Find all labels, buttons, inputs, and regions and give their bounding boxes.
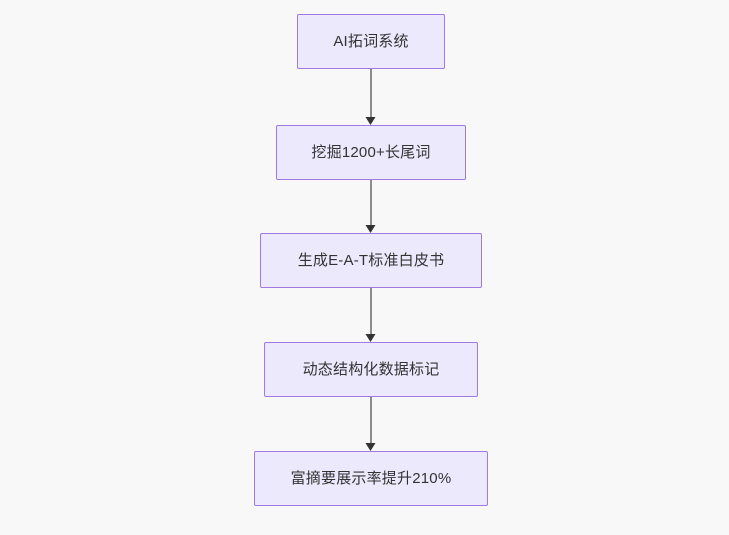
flow-node-generate-eat-whitepaper[interactable]: 生成E-A-T标准白皮书 — [260, 233, 482, 288]
edge-line — [370, 69, 372, 117]
flow-node-label: 生成E-A-T标准白皮书 — [297, 251, 445, 269]
flow-node-label: 富摘要展示率提升210% — [290, 469, 452, 487]
flow-node-ai-keyword-system[interactable]: AI拓词系统 — [297, 14, 445, 69]
flow-node-mine-longtail-keywords[interactable]: 挖掘1200+长尾词 — [276, 125, 466, 180]
flow-node-label: 动态结构化数据标记 — [302, 360, 440, 378]
edge-line — [370, 397, 372, 443]
flow-node-label: AI拓词系统 — [333, 32, 409, 50]
arrow-down-icon — [365, 225, 376, 233]
flow-node-rich-snippet-impression-uplift[interactable]: 富摘要展示率提升210% — [254, 451, 488, 506]
arrow-down-icon — [365, 443, 376, 451]
flow-node-label: 挖掘1200+长尾词 — [311, 143, 431, 161]
edge-line — [370, 288, 372, 334]
arrow-down-icon — [365, 117, 376, 125]
flow-node-dynamic-structured-data-markup[interactable]: 动态结构化数据标记 — [264, 342, 478, 397]
edge-line — [370, 180, 372, 225]
arrow-down-icon — [365, 334, 376, 342]
